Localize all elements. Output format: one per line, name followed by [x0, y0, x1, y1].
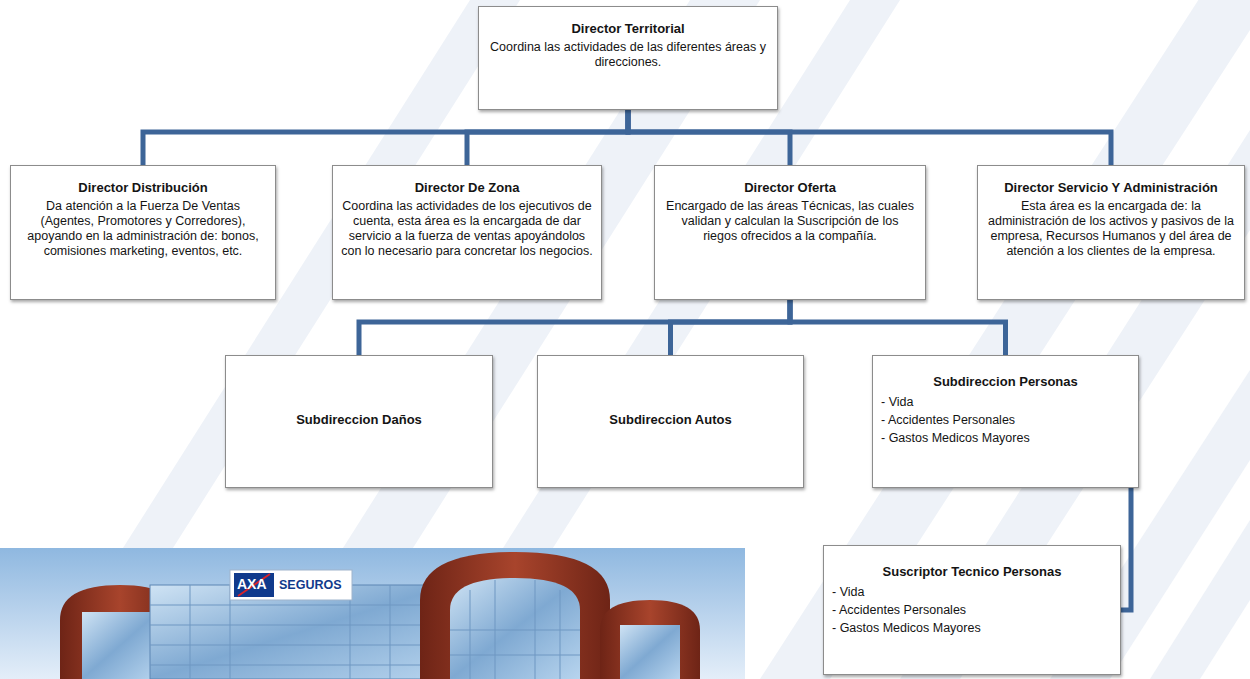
box-heading: Director Servicio Y Administración — [986, 180, 1236, 196]
org-connector — [359, 300, 790, 355]
org-box: Director OfertaEncargado de las áreas Té… — [654, 165, 926, 300]
box-heading: Director Territorial — [487, 21, 769, 37]
org-connector — [628, 110, 1111, 165]
box-text: Coordina las actividades de los ejecutiv… — [341, 199, 593, 259]
building-photo — [0, 548, 745, 679]
box-text: - Vida — [832, 583, 1112, 601]
box-text: - Vida — [881, 393, 1130, 411]
org-connector — [467, 110, 628, 165]
sign-logo: AXA — [237, 576, 267, 592]
org-connector — [671, 300, 791, 355]
box-text: - Gastos Medicos Mayores — [832, 619, 1112, 637]
box-heading: Director Distribución — [19, 180, 267, 196]
org-connector — [790, 300, 1006, 355]
box-text: Encargado de las áreas Técnicas, las cua… — [663, 199, 917, 244]
org-box: Subdireccion Personas - Vida- Accidentes … — [872, 355, 1139, 488]
box-heading: Suscriptor Tecnico Personas — [832, 564, 1112, 580]
org-box: Subdireccion Daños — [225, 355, 493, 488]
org-box: Director Servicio Y AdministraciónEsta á… — [977, 165, 1245, 300]
org-box: Director Distribución Da atención a la Fu… — [10, 165, 276, 300]
box-heading: Subdireccion Daños — [234, 412, 484, 428]
box-text: Esta área es la encargada de: la adminis… — [986, 199, 1236, 259]
org-box: Director De ZonaCoordina las actividades… — [332, 165, 602, 300]
box-text: - Accidentes Personales — [881, 411, 1130, 429]
box-heading: Director De Zona — [341, 180, 593, 196]
box-heading: Subdireccion Personas — [881, 374, 1130, 390]
sign-text: SEGUROS — [279, 578, 342, 592]
org-connector — [1121, 488, 1131, 610]
org-box: Suscriptor Tecnico Personas - Vida- Accid… — [823, 545, 1121, 675]
org-box: Subdireccion Autos — [537, 355, 804, 488]
org-connector — [628, 110, 790, 165]
box-text: Coordina las actividades de las diferent… — [487, 40, 769, 70]
box-text: - Accidentes Personales — [832, 601, 1112, 619]
box-heading: Director Oferta — [663, 180, 917, 196]
org-connector — [143, 110, 628, 165]
box-text: Da atención a la Fuerza De Ventas (Agent… — [19, 199, 267, 259]
box-heading: Subdireccion Autos — [546, 412, 795, 428]
org-box: Director TerritorialCoordina las activid… — [478, 6, 778, 110]
box-text: - Gastos Medicos Mayores — [881, 429, 1130, 447]
